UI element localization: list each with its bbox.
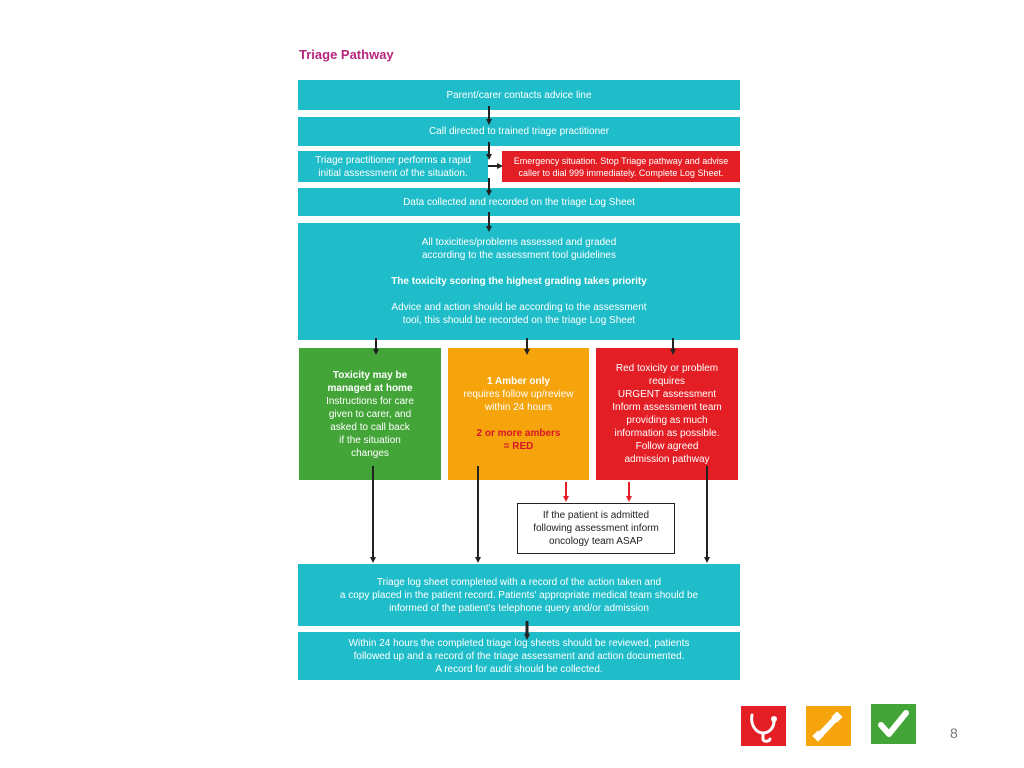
- admission-note-line-3: oncology team ASAP: [549, 536, 643, 547]
- emergency-box: Emergency situation. Stop Triage pathway…: [502, 151, 740, 182]
- green-line-5: asked to call back: [330, 421, 410, 433]
- red-line-3: URGENT assessment: [617, 389, 717, 400]
- step-text-line-2: initial assessment of the situation.: [318, 167, 468, 179]
- logsheet-line-2: a copy placed in the patient record. Pat…: [339, 589, 699, 601]
- step-logsheet-completed: Triage log sheet completed with a record…: [298, 564, 740, 626]
- amber-outcome-box: 1 Amber only requires follow up/review w…: [448, 348, 589, 480]
- step-rapid-assessment: Triage practitioner performs a rapid ini…: [298, 151, 488, 182]
- green-line-7: changes: [351, 447, 389, 459]
- amber-line-1: 1 Amber only: [487, 376, 550, 387]
- emergency-text-line-1: Emergency situation. Stop Triage pathway…: [513, 155, 729, 166]
- step-text: Call directed to trained triage practiti…: [428, 126, 610, 137]
- step-assessment: All toxicities/problems assessed and gra…: [298, 223, 740, 340]
- assessment-line-4: Advice and action should be according to…: [391, 302, 647, 313]
- assessment-line-5: tool, this should be recorded on the tri…: [402, 315, 636, 326]
- assessment-line-2: according to the assessment tool guideli…: [421, 250, 616, 261]
- red-line-1: Red toxicity or problem: [615, 363, 719, 374]
- page-number: 8: [950, 725, 958, 741]
- admission-note-box: If the patient is admitted following ass…: [517, 503, 675, 554]
- checkmark-icon: [871, 704, 916, 744]
- green-line-6: if the situation: [339, 434, 401, 446]
- phone-icon: [806, 706, 851, 746]
- green-line-1: Toxicity may be: [332, 369, 408, 381]
- red-line-5: providing as much: [626, 415, 708, 426]
- emergency-text-line-2: caller to dial 999 immediately. Complete…: [518, 167, 724, 178]
- assessment-line-1: All toxicities/problems assessed and gra…: [421, 237, 617, 248]
- logsheet-line-3: informed of the patient's telephone quer…: [389, 602, 649, 614]
- step-text: Data collected and recorded on the triag…: [403, 196, 635, 208]
- review-line-1: Within 24 hours the completed triage log…: [348, 637, 690, 649]
- red-outcome-box: Red toxicity or problem requires URGENT …: [596, 348, 738, 480]
- red-line-8: admission pathway: [624, 454, 710, 465]
- step-review-24-hours: Within 24 hours the completed triage log…: [298, 632, 740, 680]
- red-line-4: Inform assessment team: [612, 402, 722, 413]
- step-text-line-1: Triage practitioner performs a rapid: [315, 154, 471, 166]
- amber-line-3: within 24 hours: [484, 402, 553, 413]
- red-line-7: Follow agreed: [635, 441, 699, 452]
- admission-note-line-1: If the patient is admitted: [542, 510, 650, 521]
- amber-line-4: 2 or more ambers: [476, 428, 561, 439]
- amber-line-2: requires follow up/review: [463, 389, 574, 400]
- red-line-6: information as possible.: [614, 428, 720, 439]
- stethoscope-icon: [741, 706, 786, 746]
- green-line-3: Instructions for care: [326, 395, 414, 407]
- step-call-directed: Call directed to trained triage practiti…: [298, 117, 740, 146]
- review-line-3: A record for audit should be collected.: [435, 663, 603, 675]
- logsheet-line-1: Triage log sheet completed with a record…: [376, 576, 662, 588]
- assessment-priority: The toxicity scoring the highest grading…: [391, 276, 647, 287]
- step-contact-advice-line: Parent/carer contacts advice line: [298, 80, 740, 110]
- green-line-4: given to carer, and: [328, 408, 412, 420]
- step-data-collected: Data collected and recorded on the triag…: [298, 188, 740, 216]
- green-outcome-box: Toxicity may be managed at home Instruct…: [299, 348, 441, 480]
- step-text: Parent/carer contacts advice line: [446, 89, 592, 101]
- review-line-2: followed up and a record of the triage a…: [353, 650, 685, 662]
- green-line-2: managed at home: [327, 382, 413, 394]
- page-title: Triage Pathway: [299, 47, 394, 62]
- red-line-2: requires: [648, 376, 686, 387]
- admission-note-line-2: following assessment inform: [533, 523, 659, 534]
- amber-line-5: = RED: [503, 441, 534, 452]
